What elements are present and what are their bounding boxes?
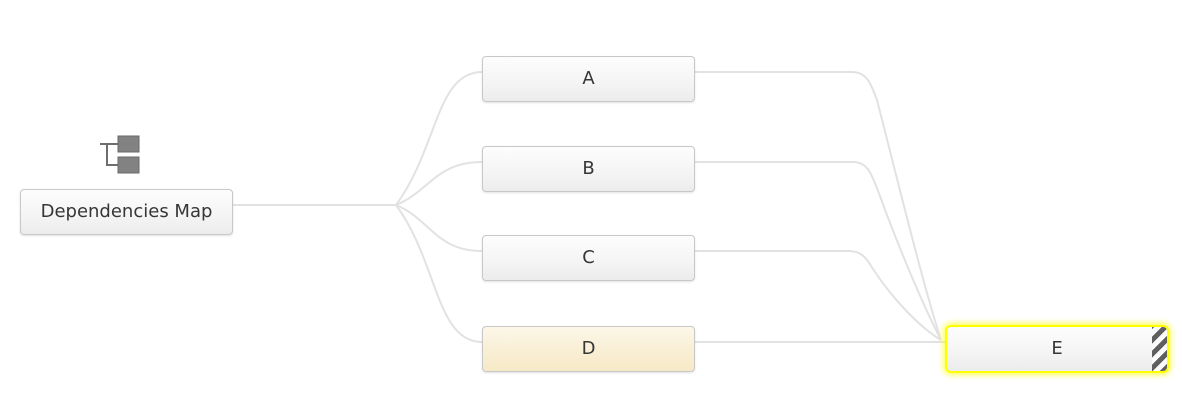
node-dependencies-map-label: Dependencies Map [40, 201, 213, 222]
node-a-label: A [582, 68, 595, 89]
edge-b-e [695, 161, 942, 341]
edge-root-c [395, 204, 483, 252]
node-e-label: E [1051, 338, 1063, 359]
sitemap-icon [94, 132, 142, 176]
node-dependencies-map[interactable]: Dependencies Map [20, 189, 233, 235]
edge-root-a [395, 71, 483, 206]
selection-stripe-band [1152, 327, 1167, 371]
node-e[interactable]: E [945, 325, 1169, 373]
node-c[interactable]: C [482, 235, 695, 281]
edge-root-d [395, 204, 483, 343]
node-d[interactable]: D [482, 326, 695, 372]
edge-c-e [695, 250, 942, 341]
node-a[interactable]: A [482, 56, 695, 102]
node-b-label: B [582, 158, 595, 179]
node-b[interactable]: B [482, 146, 695, 192]
node-c-label: C [582, 247, 595, 268]
edge-a-e [695, 71, 942, 341]
node-d-label: D [581, 338, 596, 359]
edge-root-b [395, 161, 483, 206]
